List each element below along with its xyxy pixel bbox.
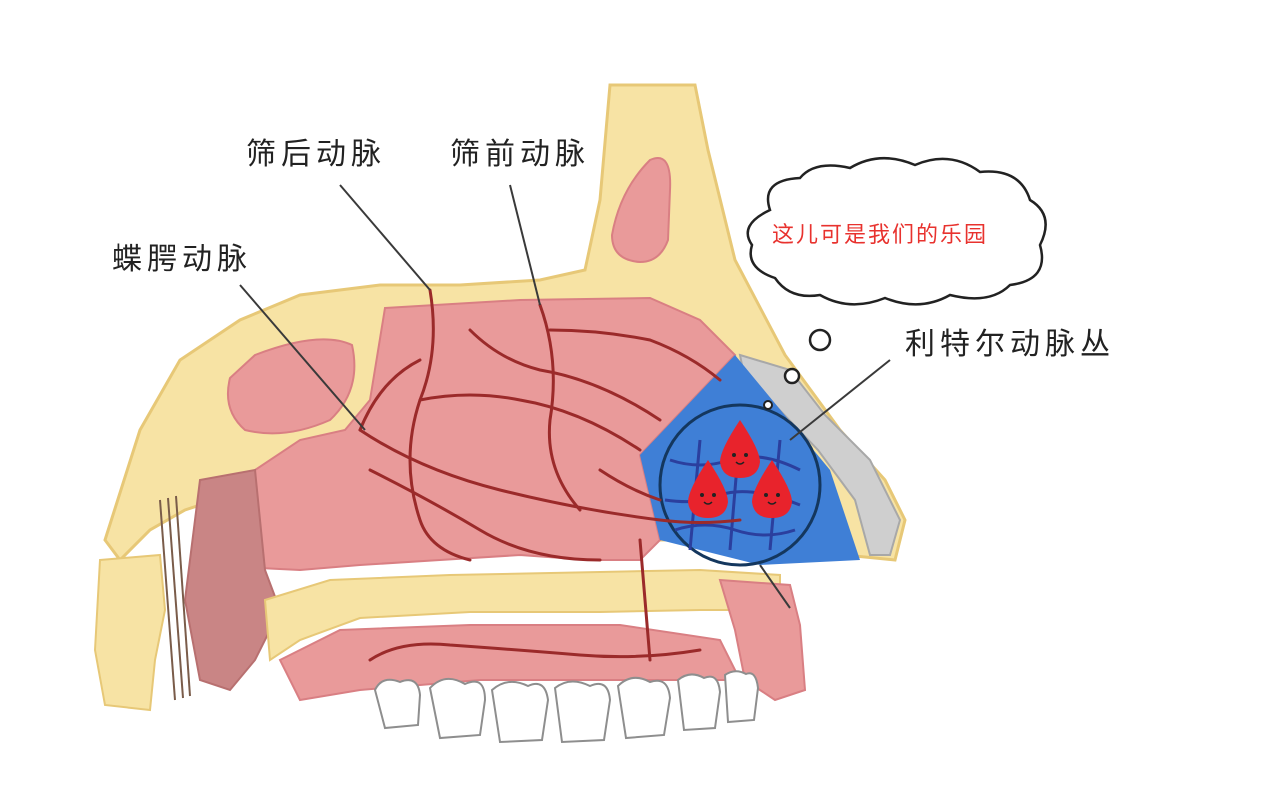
teeth-row — [373, 670, 760, 744]
label-sphenopalatine-artery: 蝶腭动脉 — [112, 242, 252, 277]
frontal-sinus — [610, 157, 672, 264]
leader-line-lower — [759, 564, 791, 609]
tooth-icon — [553, 680, 612, 744]
leader-line-posterior-ethmoidal — [339, 184, 431, 291]
anterior-ethmoidal-artery — [538, 303, 582, 512]
posterior-ethmoidal-artery — [408, 288, 472, 562]
leader-lines — [239, 184, 891, 609]
blood-drop-icon — [688, 460, 728, 518]
label-posterior-ethmoidal-artery: 筛后动脉 — [246, 137, 386, 172]
posterior-muscle-fibers — [159, 495, 191, 701]
leader-line-littles-area — [789, 359, 891, 441]
blood-drop-icon — [752, 460, 792, 518]
thought-bubble — [746, 156, 1047, 306]
leader-line-anterior-ethmoidal — [509, 184, 541, 306]
tooth-icon — [428, 677, 487, 740]
thought-dot-medium — [783, 367, 801, 385]
tooth-icon — [723, 670, 760, 724]
thought-dot-small — [763, 400, 773, 410]
upper-lip — [718, 578, 807, 702]
cervical-vertebra — [93, 553, 167, 712]
sphenoid-sinus — [226, 338, 356, 435]
label-anterior-ethmoidal-artery: 筛前动脉 — [450, 137, 590, 172]
blood-drop-icon — [720, 420, 760, 478]
tooth-icon — [490, 680, 550, 744]
sphenopalatine-artery — [358, 428, 742, 524]
tooth-icon — [373, 678, 422, 730]
tooth-icon — [676, 673, 722, 732]
arteries — [358, 288, 742, 662]
label-littles-area: 利特尔动脉丛 — [905, 327, 1115, 362]
tooth-icon — [616, 676, 672, 740]
nasal-cavity-mucosa — [253, 296, 737, 572]
leader-line-sphenopalatine — [239, 284, 366, 431]
thought-bubble-text: 这儿可是我们的乐园 — [772, 223, 989, 248]
nasopharynx — [183, 468, 282, 692]
thought-dot-large — [808, 328, 832, 352]
plexus-highlight-circle — [658, 403, 822, 567]
palatine-artery — [368, 642, 702, 662]
